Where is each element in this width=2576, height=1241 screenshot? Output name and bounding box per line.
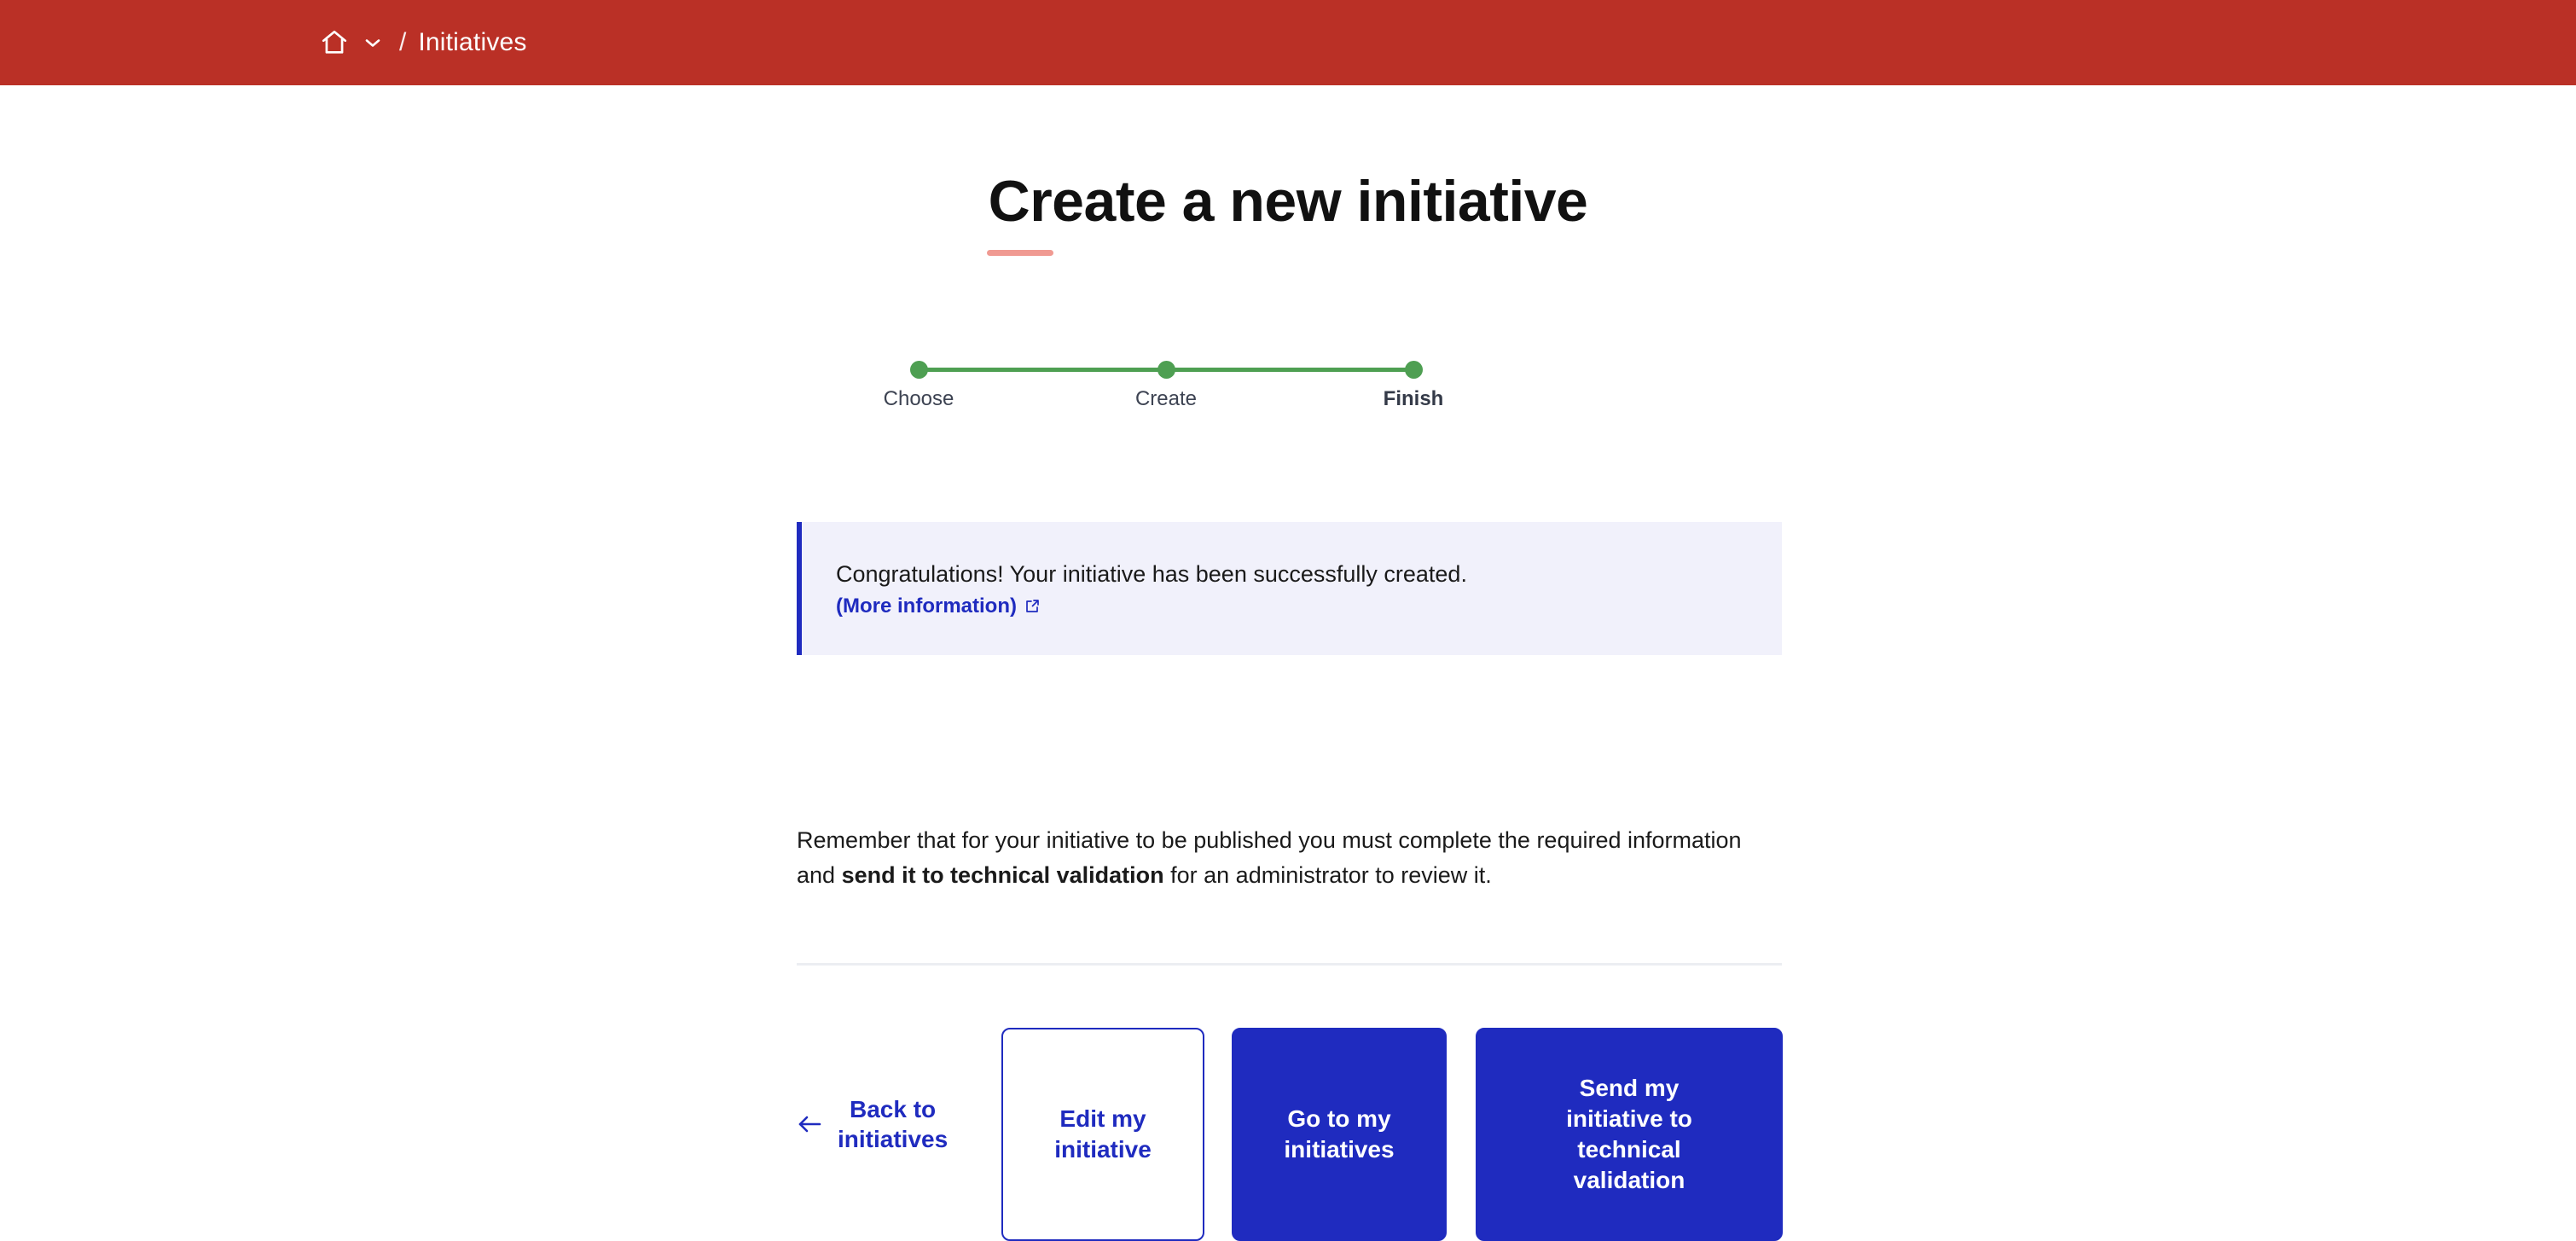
more-information-row: (More information) [836,594,1782,618]
success-callout: Congratulations! Your initiative has bee… [797,522,1782,655]
go-to-my-initiatives-button[interactable]: Go to my initiatives [1232,1028,1447,1241]
progress-stepper: Choose Create Finish [884,355,1443,423]
top-navigation-bar: / Initiatives [0,0,2576,85]
action-button-row: Back to initiatives Edit my initiative G… [797,1028,1786,1241]
breadcrumb-home-link[interactable] [314,25,355,61]
back-to-initiatives-label: Back to initiatives [838,1096,949,1152]
reminder-text-part2: for an administrator to review it. [1163,862,1492,889]
breadcrumb-current-page: Initiatives [418,28,527,56]
home-icon [319,28,350,57]
breadcrumb: / Initiatives [314,25,527,61]
more-information-link[interactable]: (More information) [836,594,1017,618]
stepper-dot-choose [910,361,928,379]
edit-my-initiative-button[interactable]: Edit my initiative [1001,1028,1204,1241]
stepper-dot-finish [1405,361,1423,379]
breadcrumb-dropdown-toggle[interactable] [355,25,391,61]
arrow-left-icon [797,1114,822,1134]
reminder-text-emphasis: send it to technical validation [841,862,1164,889]
stepper-label-choose: Choose [883,387,954,410]
breadcrumb-separator: / [399,28,407,56]
send-to-technical-validation-button[interactable]: Send my initiative to technical validati… [1476,1028,1783,1241]
reminder-text-part1: Remember that for your initiative to be … [797,827,1742,889]
reminder-paragraph: Remember that for your initiative to be … [797,823,1748,893]
title-accent-bar [987,250,1053,256]
stepper-label-create: Create [1134,387,1198,410]
chevron-down-icon [364,38,381,49]
external-link-icon [1024,598,1041,615]
success-message: Congratulations! Your initiative has bee… [836,560,1467,587]
stepper-label-finish: Finish [1383,387,1444,410]
section-divider [797,963,1782,966]
back-to-initiatives-link[interactable]: Back to initiatives [797,1094,948,1154]
page-title: Create a new initiative [988,169,1588,234]
main-content: Create a new initiative Choose Create Fi… [0,85,2576,1241]
stepper-dot-create [1157,361,1175,379]
